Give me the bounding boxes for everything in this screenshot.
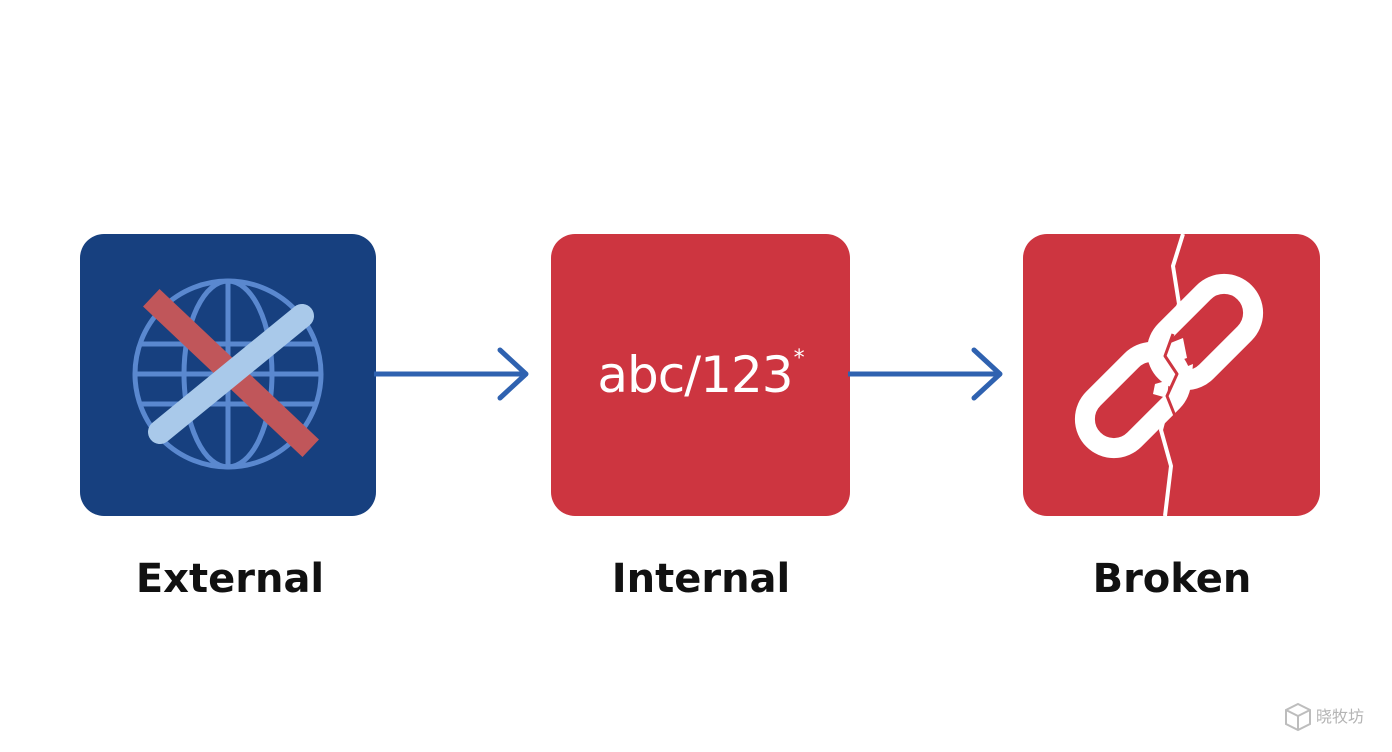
broken-node [1023, 234, 1320, 516]
internal-code-asterisk: * [793, 346, 805, 371]
internal-code-main: abc/123 [597, 346, 793, 404]
internal-code-text: abc/123* [551, 234, 850, 516]
external-label: External [135, 556, 325, 602]
cube-logo-icon [1285, 702, 1311, 732]
arrow-connector-2 [848, 347, 1003, 401]
external-node [80, 234, 376, 516]
watermark: 晓牧坊 [1284, 700, 1384, 734]
watermark-text: 晓牧坊 [1316, 707, 1365, 726]
broken-label: Broken [1092, 556, 1252, 602]
broken-chain-link-icon [1074, 234, 1264, 516]
internal-label: Internal [611, 556, 791, 602]
globe-crossed-icon [132, 278, 324, 470]
internal-node: abc/123* [551, 234, 850, 516]
arrow-connector-1 [374, 347, 529, 401]
